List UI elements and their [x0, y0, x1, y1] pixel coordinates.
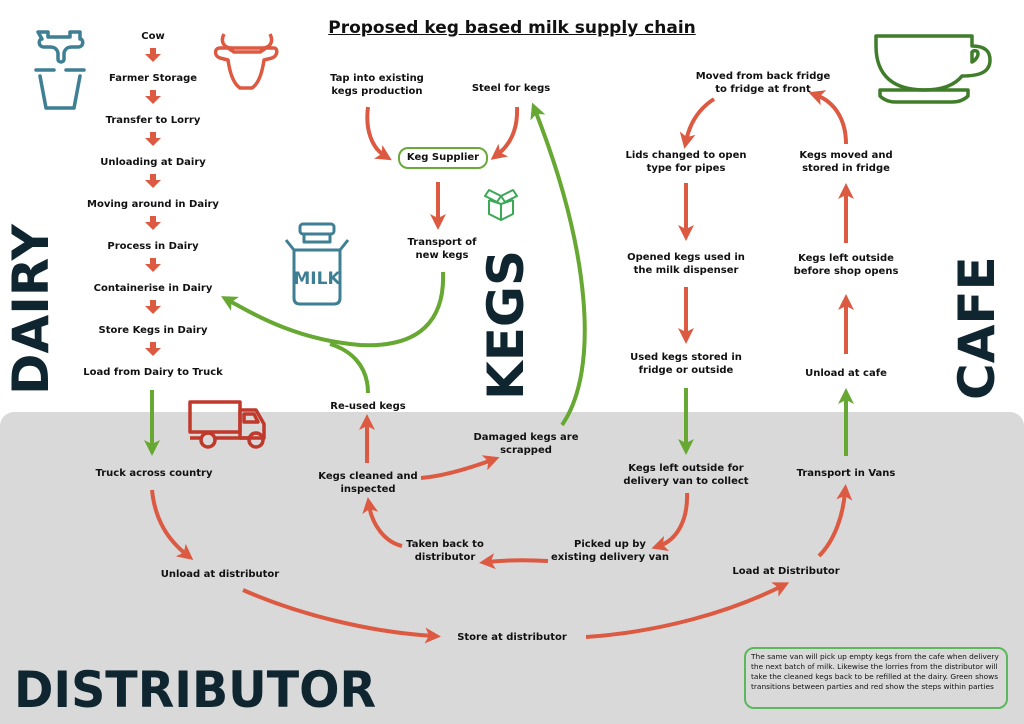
arrow-transport-to-containerise	[221, 271, 446, 348]
open-box-icon	[484, 189, 518, 221]
step-arrow	[145, 48, 161, 62]
step-store-kegs: Store Kegs in Dairy	[98, 325, 208, 336]
step-moving-dairy: Moving around in Dairy	[87, 199, 219, 210]
distributor-panel	[0, 412, 1024, 724]
step-lids-changed: Lids changed to open type for pipes	[626, 149, 747, 175]
arrow-left-to-picked	[651, 492, 690, 552]
step-damaged-kegs: Damaged kegs are scrapped	[473, 431, 578, 457]
step-reused-kegs: Re-used kegs	[330, 401, 406, 412]
label-line: before shop opens	[793, 266, 899, 277]
legend-note: The same van will pick up empty kegs fro…	[744, 647, 1008, 709]
coffee-cup-icon	[874, 34, 992, 104]
arrow-moved-to-lids	[679, 97, 716, 149]
arrow-load-to-vans	[817, 484, 853, 558]
section-distributor: DISTRIBUTOR	[14, 661, 377, 719]
milking-bucket-icon	[34, 30, 86, 110]
label-line: distributor	[414, 552, 476, 563]
label-line: existing delivery van	[551, 552, 669, 563]
label-line: Tap into existing	[330, 73, 424, 84]
step-load-distributor: Load at Distributor	[732, 566, 840, 577]
step-transfer-lorry: Transfer to Lorry	[105, 115, 201, 126]
label-line: Used kegs stored in	[630, 352, 742, 363]
keg-supplier-box: Keg Supplier	[398, 147, 488, 169]
step-arrow	[145, 174, 161, 188]
label-line: Kegs left outside	[798, 253, 894, 264]
arrow-truck-to-unload	[150, 489, 194, 560]
label-line: Taken back to	[406, 539, 484, 550]
label-line: kegs production	[331, 86, 423, 97]
arrow-unload-to-store	[242, 588, 441, 644]
truck-icon	[188, 400, 266, 449]
step-taken-back: Taken back to distributor	[406, 538, 484, 564]
step-store-distributor: Store at distributor	[457, 632, 567, 643]
label-line: inspected	[340, 484, 396, 495]
step-unload-cafe: Unload at cafe	[805, 368, 887, 379]
label-line: Kegs moved and	[799, 150, 893, 161]
step-arrow	[145, 132, 161, 146]
label-line: type for pipes	[646, 163, 726, 174]
label-line: Damaged kegs are	[473, 432, 579, 443]
label-line: new kegs	[415, 250, 469, 261]
dairy-step-arrows	[145, 48, 161, 356]
step-arrow	[145, 258, 161, 272]
arrow-store-to-load	[585, 582, 790, 639]
step-stored-fridge: Kegs moved and stored in fridge	[799, 149, 892, 175]
label-line: Transport of	[407, 237, 477, 248]
page-title: Proposed keg based milk supply chain	[328, 18, 696, 38]
label-line: Picked up by	[574, 539, 646, 550]
label-line: Moved from back fridge	[695, 71, 831, 82]
arrow-steel-to-supplier	[490, 106, 520, 160]
step-opened-kegs: Opened kegs used in the milk dispenser	[627, 251, 745, 277]
label-line: stored in fridge	[802, 163, 890, 174]
label-line: the milk dispenser	[633, 265, 739, 276]
label-line: scrapped	[500, 445, 552, 456]
cow-head-icon	[214, 33, 279, 90]
arrow-takenback-to-cleaned	[362, 497, 403, 548]
step-arrow	[145, 90, 161, 104]
step-moved-fridge: Moved from back fridge to fridge at fron…	[696, 70, 831, 96]
step-truck-across: Truck across country	[95, 468, 213, 479]
label-line: Kegs left outside for	[628, 463, 744, 474]
step-kegs-cleaned: Kegs cleaned and inspected	[318, 470, 417, 496]
label-line: delivery van to collect	[623, 476, 749, 487]
step-used-kegs: Used kegs stored in fridge or outside	[630, 351, 742, 377]
label-line: Kegs cleaned and	[318, 471, 418, 482]
step-steel: Steel for kegs	[471, 83, 551, 94]
milk-can-text: MILK	[293, 269, 341, 289]
arrow-picked-to-takenback	[479, 553, 549, 570]
arrow-damaged-to-steel	[530, 102, 587, 427]
step-arrow	[145, 300, 161, 314]
arrow-stored-to-moved	[808, 90, 848, 145]
step-left-before-opens: Kegs left outside before shop opens	[794, 252, 899, 278]
arrow-reused-join	[329, 342, 370, 394]
step-process-dairy: Process in Dairy	[107, 241, 199, 252]
arrow-cleaned-to-damaged	[420, 455, 500, 480]
step-left-for-van: Kegs left outside for delivery van to co…	[623, 462, 748, 488]
milk-can-icon: MILK	[284, 222, 350, 306]
step-unloading-dairy: Unloading at Dairy	[100, 157, 206, 168]
step-arrow	[145, 342, 161, 356]
arrow-tap-to-supplier	[365, 106, 392, 161]
step-unload-distributor: Unload at distributor	[160, 569, 280, 580]
step-picked-up: Picked up by existing delivery van	[551, 538, 669, 564]
step-tap-existing: Tap into existing kegs production	[330, 72, 424, 98]
label-line: Opened kegs used in	[627, 252, 745, 263]
label-line: to fridge at front	[715, 84, 811, 95]
label-line: Lids changed to open	[625, 150, 747, 161]
step-containerise: Containerise in Dairy	[93, 283, 213, 294]
step-farmer-storage: Farmer Storage	[108, 73, 198, 84]
label-line: fridge or outside	[638, 365, 734, 376]
step-arrow	[145, 216, 161, 230]
step-cow: Cow	[141, 31, 165, 42]
step-load-truck: Load from Dairy to Truck	[83, 367, 223, 378]
step-transport-new-kegs: Transport of new kegs	[408, 236, 477, 262]
step-transport-vans: Transport in Vans	[796, 468, 896, 479]
